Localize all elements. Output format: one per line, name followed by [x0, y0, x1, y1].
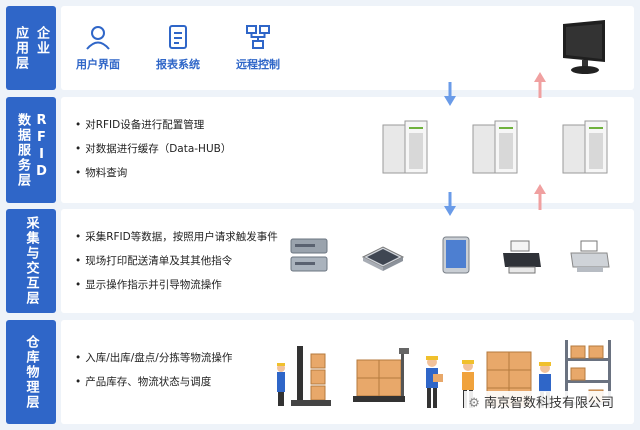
printer-icon: [503, 240, 541, 274]
server-icon: [382, 120, 428, 174]
function-label: 用户界面: [76, 58, 120, 71]
bullet-item: 物料查询: [75, 161, 231, 185]
bullet-item: 产品库存、物流状态与调度: [75, 370, 232, 394]
layer-panel-enterprise: 用户界面 报表系统 远程控制: [61, 6, 634, 90]
rfid-service-bullets: 对RFID设备进行配置管理 对数据进行缓存（Data-HUB） 物料查询: [75, 113, 231, 185]
watermark-text: 南京智数科技有限公司: [483, 396, 614, 411]
arrow-down-icon: [444, 82, 456, 106]
rfid-reader-icon: [290, 238, 328, 272]
worker-icon: [426, 356, 443, 408]
scanner-icon: [361, 246, 405, 271]
tablet-icon: [442, 236, 470, 274]
bullet-item: 对数据进行缓存（Data-HUB）: [75, 137, 231, 161]
layer-label-enterprise: 企业 应用层: [6, 6, 56, 90]
watermark-icon: ⚙: [468, 396, 480, 411]
pallet-scale-icon: [353, 348, 409, 402]
user-icon: [86, 26, 110, 50]
layer-label-warehouse: 仓库物理层: [6, 320, 56, 424]
label-printer-icon: [570, 240, 610, 272]
server-icon: [472, 120, 518, 174]
function-report-system[interactable]: 报表系统: [146, 24, 210, 72]
remote-control-icon: [246, 25, 270, 49]
warehouse-bullets: 入库/出库/盘点/分拣等物流操作 产品库存、物流状态与调度: [75, 346, 232, 394]
layer-panel-collection: 采集RFID等数据，按照用户请求触发事件 现场打印配送清单及其其他指令 显示操作…: [61, 209, 634, 313]
function-label: 报表系统: [156, 58, 200, 71]
bullet-item: 入库/出库/盘点/分拣等物流操作: [75, 346, 232, 370]
watermark: ⚙ 南京智数科技有限公司: [464, 391, 618, 412]
layer-panel-rfid-service: 对RFID设备进行配置管理 对数据进行缓存（Data-HUB） 物料查询: [61, 97, 634, 203]
arrow-down-icon: [444, 192, 456, 216]
arrow-up-icon: [534, 72, 546, 98]
function-label: 远程控制: [236, 58, 280, 71]
bullet-item: 显示操作指示并引导物流操作: [75, 273, 278, 297]
bullet-item: 现场打印配送清单及其其他指令: [75, 249, 278, 273]
function-user-interface[interactable]: 用户界面: [66, 24, 130, 72]
monitor-icon: [563, 20, 605, 74]
report-icon: [169, 25, 187, 49]
collection-bullets: 采集RFID等数据，按照用户请求触发事件 现场打印配送清单及其其他指令 显示操作…: [75, 225, 278, 297]
server-icon: [562, 120, 608, 174]
layer-collection: 采集与交互层 采集RFID等数据，按照用户请求触发事件 现场打印配送清单及其其他…: [6, 209, 634, 313]
bullet-item: 对RFID设备进行配置管理: [75, 113, 231, 137]
layer-label-rfid-service: RFID 数据服务层: [6, 97, 56, 203]
forklift-worker-icon: [277, 346, 331, 406]
layer-label-collection: 采集与交互层: [6, 209, 56, 313]
layer-rfid-service: RFID 数据服务层 对RFID设备进行配置管理 对数据进行缓存（Data-HU…: [6, 97, 634, 203]
function-remote-control[interactable]: 远程控制: [226, 24, 290, 72]
arrow-up-icon: [534, 184, 546, 210]
bullet-item: 采集RFID等数据，按照用户请求触发事件: [75, 225, 278, 249]
